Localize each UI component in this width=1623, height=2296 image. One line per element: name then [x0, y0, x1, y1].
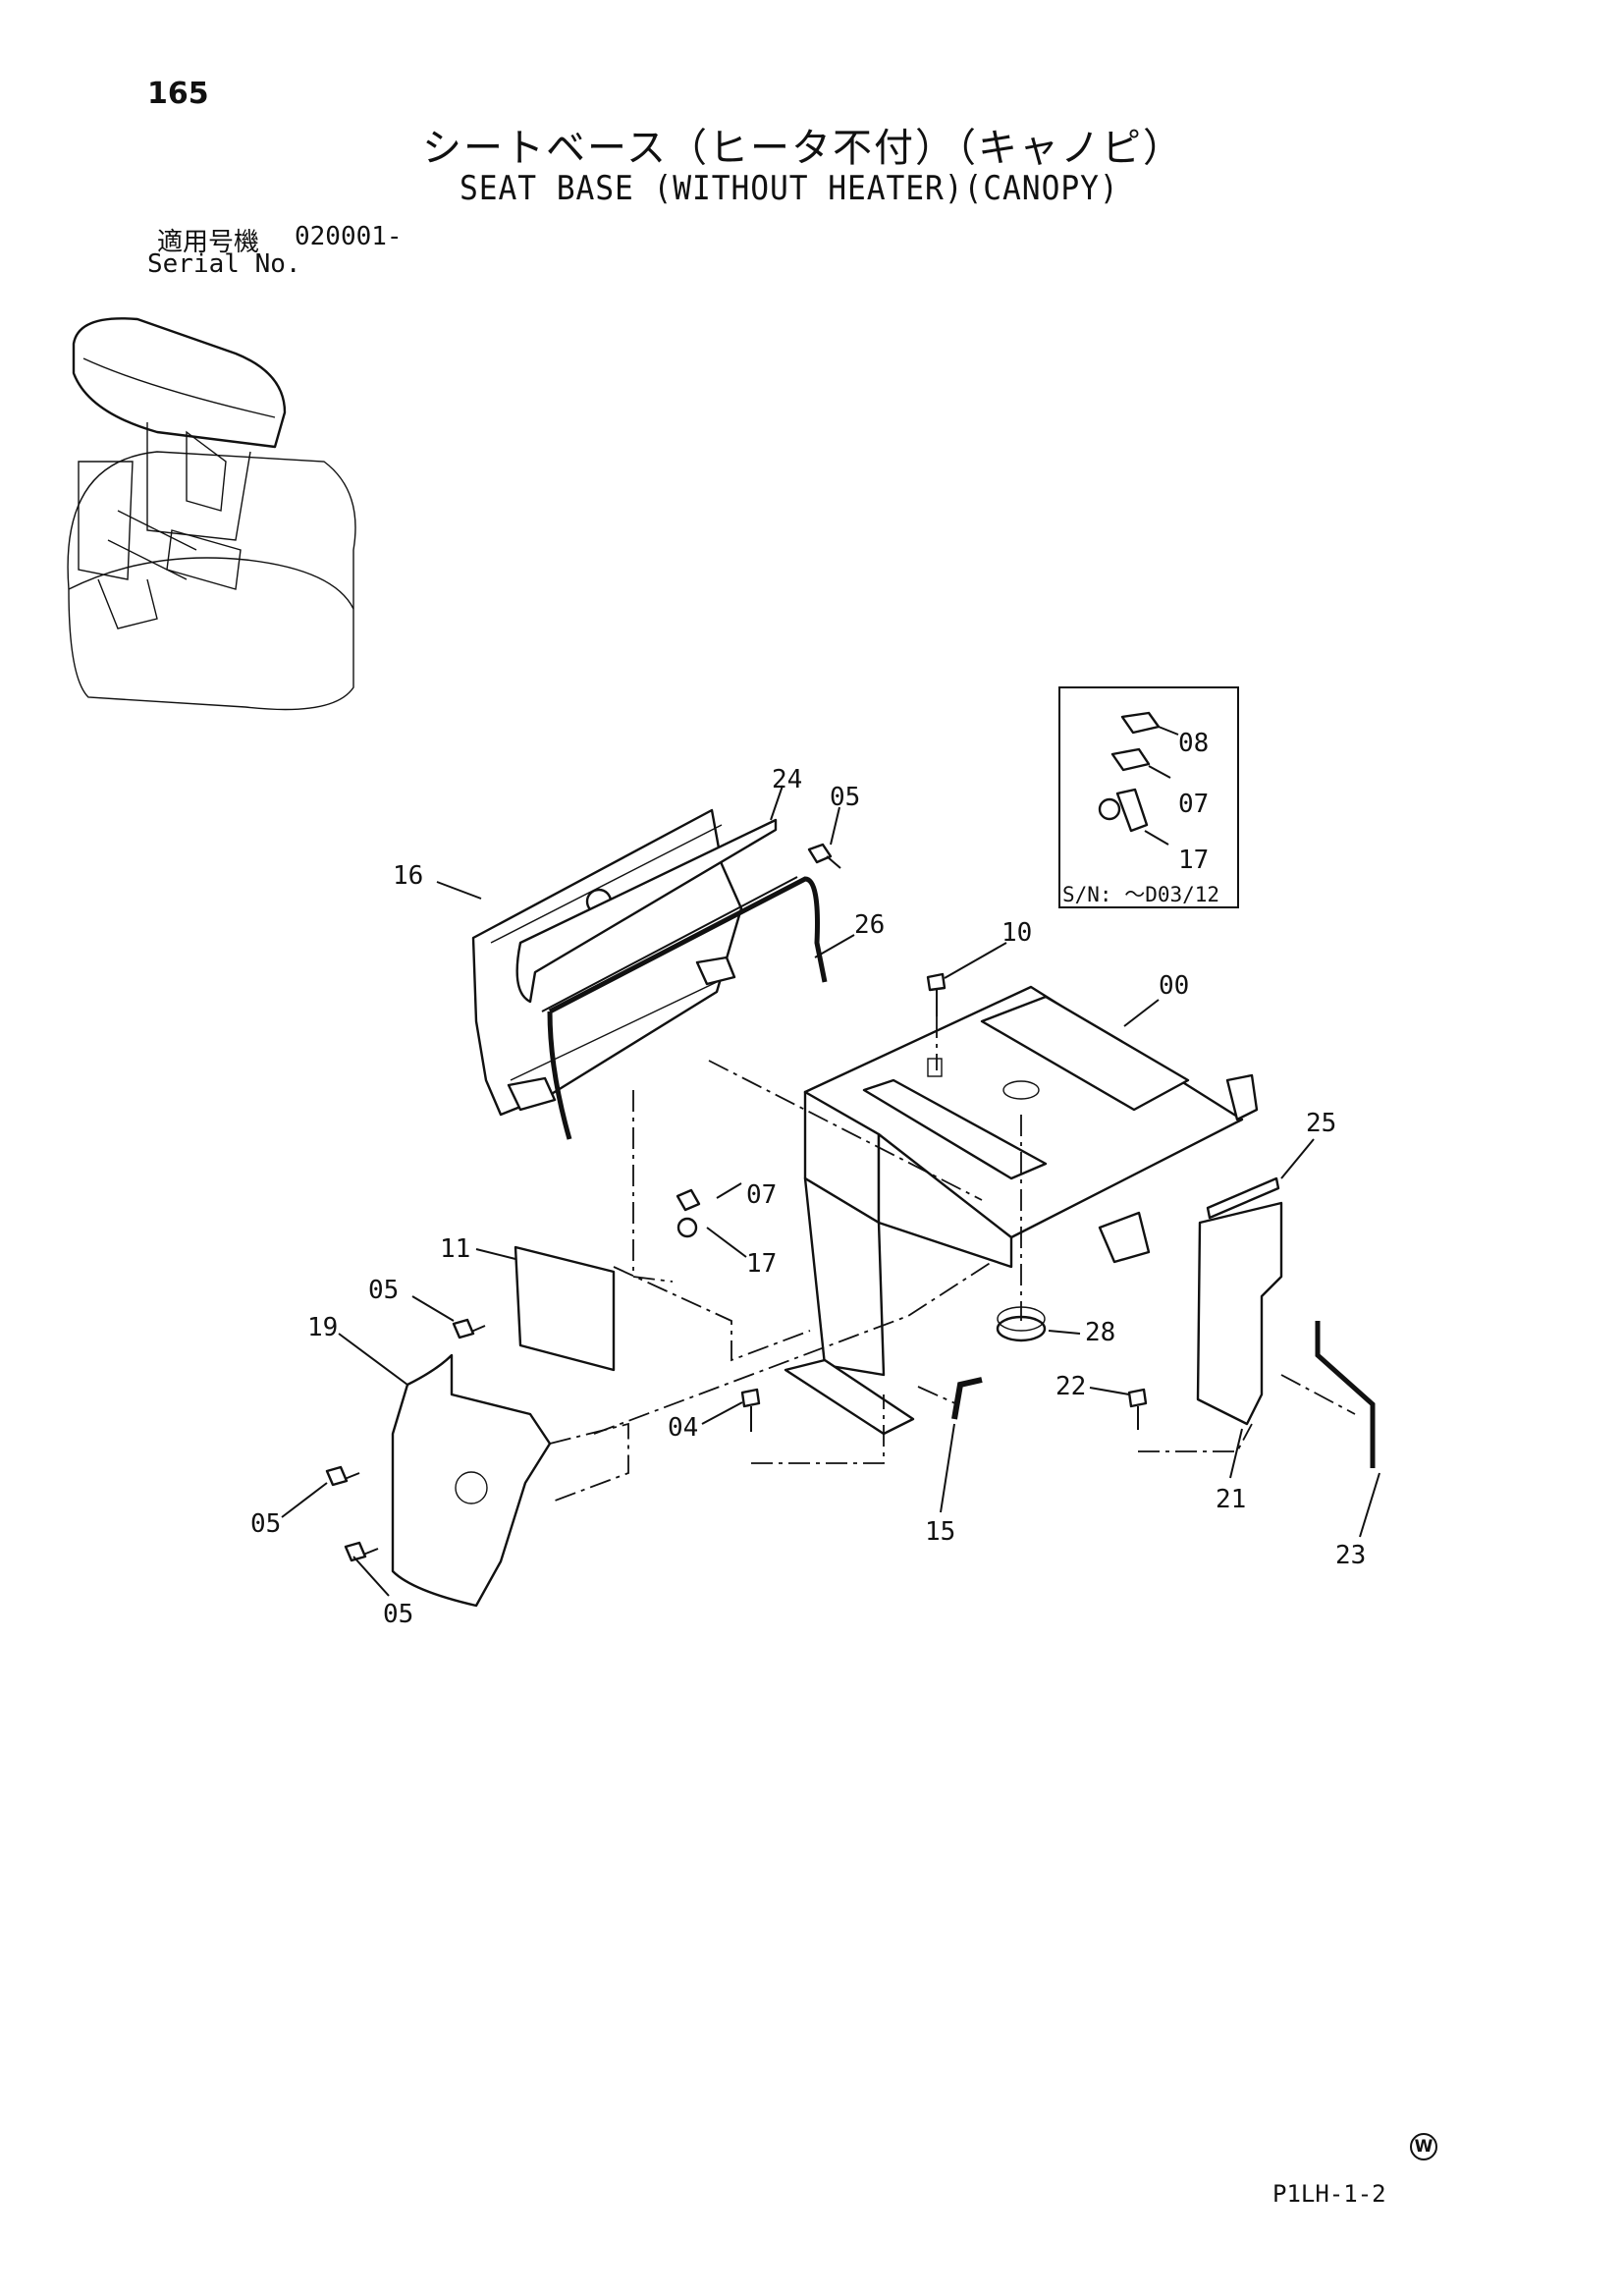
callout-22: 22 [1055, 1372, 1086, 1401]
seal-strip [515, 818, 778, 1004]
serial-inset-box [1058, 686, 1239, 908]
callout-28: 28 [1085, 1318, 1115, 1347]
callout-10: 10 [1001, 918, 1032, 948]
footer-page-code: P1LH-1-2 [1272, 2180, 1386, 2208]
watermark-w-mark: W [1410, 2133, 1437, 2160]
callout-15: 15 [925, 1517, 955, 1547]
callout-07: 07 [746, 1180, 777, 1210]
serial-value: 020001- [295, 222, 403, 251]
callout-labels: 16 24 05 26 10 00 25 07 17 11 05 19 04 2… [250, 729, 1366, 1629]
page-number: 165 [147, 77, 209, 111]
serial-label-japanese: 適用号機 [157, 228, 260, 257]
inset-callout-08: 08 [1178, 729, 1209, 758]
callout-23: 23 [1335, 1541, 1366, 1570]
callout-19: 19 [307, 1313, 338, 1342]
title-english: SEAT BASE (WITHOUT HEATER)(CANOPY) [460, 169, 1119, 208]
callout-04: 04 [668, 1413, 698, 1443]
bent-rod [1315, 1321, 1376, 1468]
callout-24: 24 [772, 765, 802, 794]
inset-callout-07: 07 [1178, 790, 1209, 819]
machine-overview-illustration [67, 317, 356, 711]
callout-05-left: 05 [250, 1509, 281, 1539]
serial-label-english: Serial No. [147, 249, 301, 279]
cover-plate [514, 1245, 616, 1372]
callout-11: 11 [440, 1234, 470, 1264]
side-cover [391, 1353, 552, 1608]
frame-bar [507, 876, 828, 1140]
inset-callout-17: 17 [1178, 846, 1209, 875]
pipe-elbow [951, 1377, 983, 1420]
callout-16: 16 [393, 861, 423, 891]
right-side-plate [1196, 1176, 1283, 1426]
callout-21: 21 [1216, 1485, 1246, 1514]
callout-05-bottom: 05 [383, 1600, 413, 1629]
callout-00: 00 [1159, 971, 1189, 1001]
assembly-lines [549, 1016, 1356, 1503]
callout-17: 17 [746, 1249, 777, 1279]
seat-base-frame [784, 985, 1259, 1436]
callout-05-top: 05 [830, 783, 860, 812]
bolts [325, 843, 1148, 1562]
title-japanese: シートベース（ヒータ不付）（キャノピ） [422, 126, 1184, 171]
leader-lines [281, 785, 1380, 1597]
inset-serial-note: S/N: ～D03/12 [1062, 883, 1219, 906]
callout-05-mid: 05 [368, 1276, 399, 1305]
callout-25: 25 [1306, 1109, 1336, 1138]
callout-26: 26 [854, 910, 885, 940]
